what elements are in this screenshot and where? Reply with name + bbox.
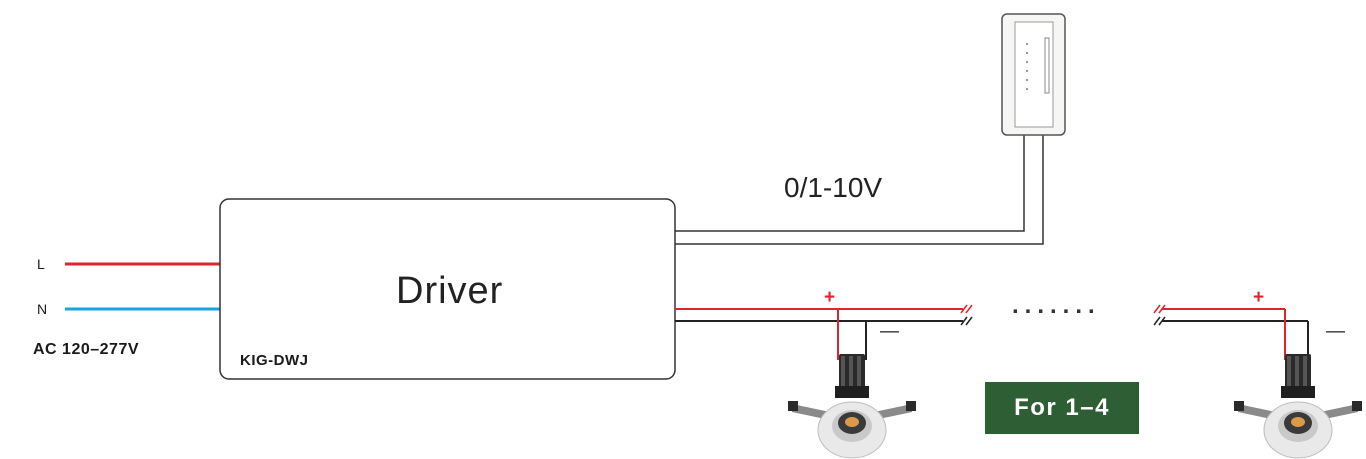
dimming-signal-label: 0/1-10V [784,172,883,203]
input-voltage-label: AC 120–277V [33,341,140,358]
fixture-2-positive-label: + [1253,287,1265,308]
wire-break-marks-left [960,304,973,326]
fixture-count-badge: For 1–4 [985,382,1139,434]
driver-title: Driver [396,270,504,312]
neutral-label: N [37,301,48,317]
driver-model: KIG-DWJ [240,352,309,369]
fixture-1-positive-label: + [824,287,836,308]
wall-dimmer-switch-icon [1001,13,1066,136]
recessed-downlight-icon [787,353,917,459]
fixture-1-negative-label: — [880,321,899,342]
continuation-dots: ....... [1012,292,1101,319]
driver-box [219,198,676,380]
wire-break-marks-right [1153,304,1166,326]
recessed-downlight-icon [1233,353,1363,459]
line-label: L [37,256,45,272]
dimmer-wire-inner [675,135,1025,232]
fixture-2-negative-label: — [1326,321,1345,342]
dimmer-wire-outer [675,135,1044,245]
